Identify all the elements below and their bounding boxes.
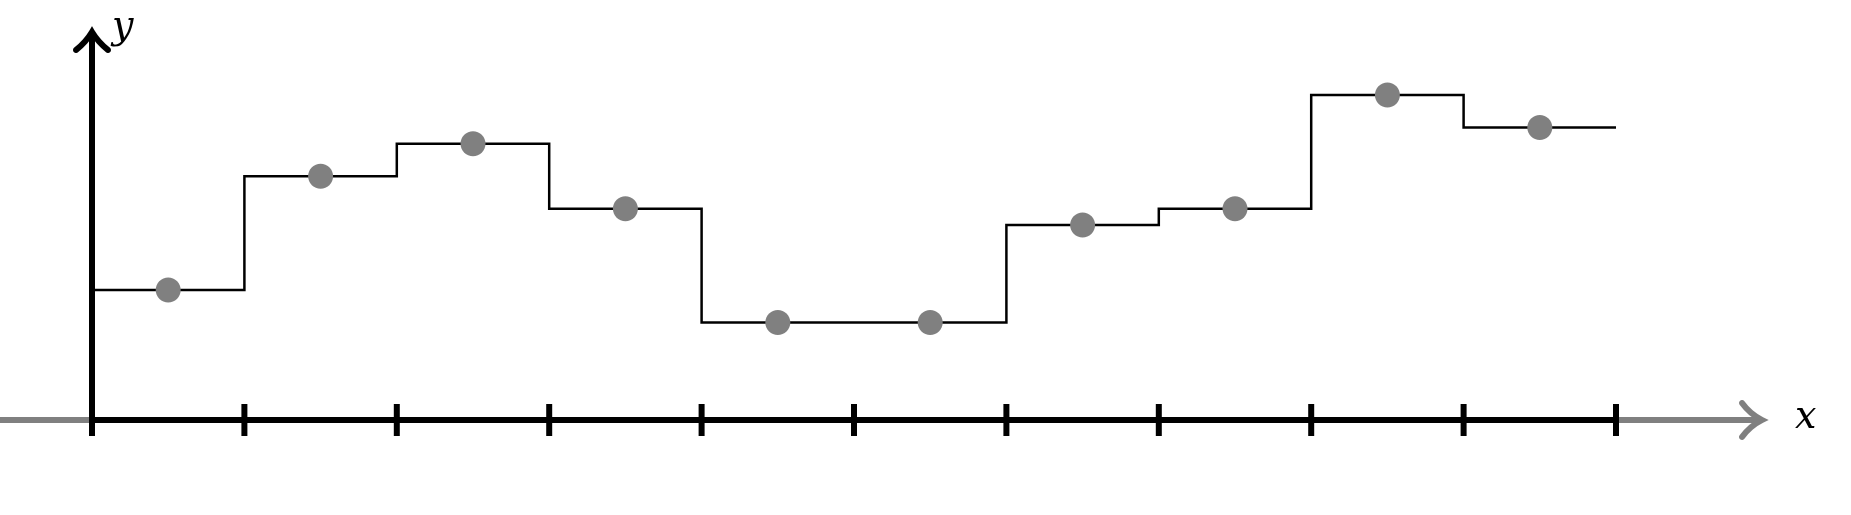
data-point-1	[308, 163, 334, 189]
x-axis-label: x	[1795, 393, 1816, 437]
step-line	[92, 93, 1616, 324]
y-axis-arrowhead	[73, 26, 111, 53]
x-axis-arrowhead	[1739, 400, 1769, 440]
axes	[0, 26, 1769, 440]
data-markers	[155, 82, 1553, 335]
x-ticks	[89, 404, 1619, 436]
data-point-4	[765, 310, 791, 335]
data-point-3	[612, 196, 638, 222]
data-point-9	[1527, 115, 1553, 140]
y-axis-label: y	[110, 3, 134, 47]
step-function-line	[92, 93, 1616, 324]
data-point-0	[155, 277, 181, 303]
data-point-7	[1222, 196, 1248, 222]
data-point-6	[1070, 212, 1096, 238]
data-point-2	[460, 131, 486, 157]
data-point-5	[917, 310, 943, 335]
data-point-8	[1374, 82, 1400, 108]
